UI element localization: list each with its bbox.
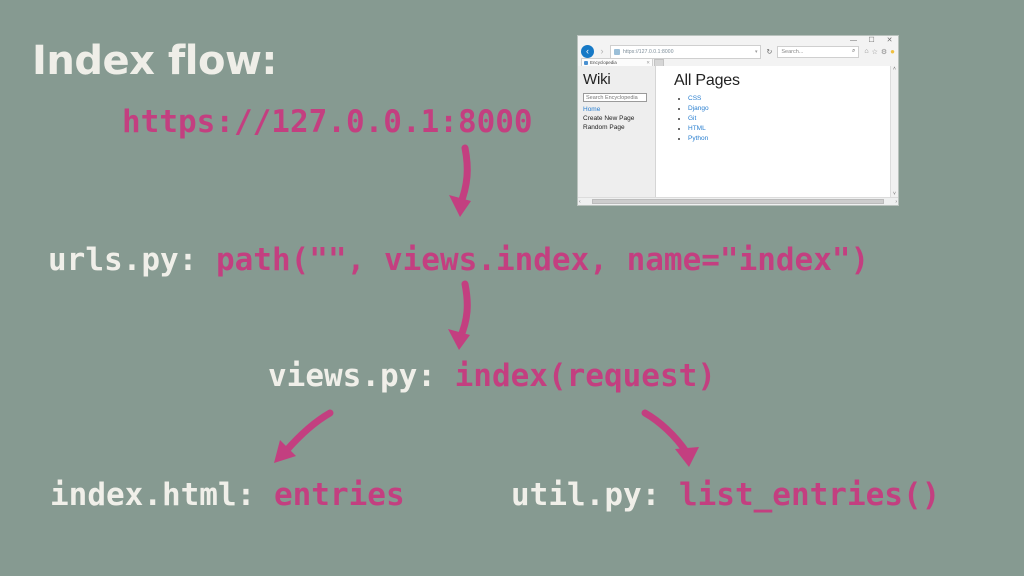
lock-icon [614, 48, 620, 55]
arrow-urls-to-views-icon [448, 280, 471, 350]
entry-link-html: HTML [688, 125, 706, 132]
wiki-search-input[interactable]: Search Encyclopedia [583, 93, 647, 102]
entry-link-python: Python [688, 135, 709, 142]
vertical-scrollbar[interactable]: ˄ ˅ [890, 66, 898, 197]
flow-line-index-html: index.html: entries [50, 477, 405, 513]
favorites-icon[interactable]: ☆ [871, 48, 878, 56]
list-item[interactable]: CSS [688, 94, 898, 104]
arrow-url-to-urls-icon [449, 144, 471, 217]
flow-url-value: https://127.0.0.1:8000 [122, 104, 533, 140]
arrow-views-to-util-icon [641, 409, 699, 467]
arrow-views-to-index-html-icon [274, 409, 334, 463]
minimize-icon[interactable]: — [850, 37, 857, 44]
tab-label: Encyclopedia [590, 60, 617, 65]
scrollbar-thumb[interactable] [592, 199, 884, 204]
horizontal-scrollbar[interactable]: ‹ › [578, 197, 898, 205]
flow-views-py-label: views.py: [268, 358, 455, 394]
favicon-icon [584, 60, 588, 65]
forward-icon[interactable]: › [600, 46, 604, 56]
address-bar[interactable]: https://127.0.0.1:8000 ▾ [610, 44, 762, 59]
new-tab-button[interactable] [654, 59, 664, 66]
flow-views-py-value: index(request) [454, 358, 716, 394]
wiki-heading: Wiki [583, 71, 611, 88]
browser-chrome: — ☐ ✕ ‹ › https://127.0.0.1:8000 ▾ ↻ Sea… [578, 36, 898, 67]
flow-util-py-label: util.py: [511, 477, 679, 513]
search-icon: ⌕ [851, 48, 856, 54]
scroll-down-icon[interactable]: ˅ [893, 191, 896, 197]
tab-close-icon[interactable]: ✕ [646, 59, 650, 65]
scroll-right-icon[interactable]: › [895, 198, 897, 205]
sidebar-link-random-page[interactable]: Random Page [583, 124, 625, 131]
flow-urls-py-label: urls.py: [48, 242, 216, 278]
reload-icon[interactable]: ↻ [766, 48, 773, 56]
address-bar-value: https://127.0.0.1:8000 [623, 48, 674, 55]
gear-icon[interactable]: ⚙ [880, 48, 888, 56]
flow-line-views-py: views.py: index(request) [268, 358, 716, 394]
flow-index-html-label: index.html: [50, 477, 274, 513]
window-controls: — ☐ ✕ [849, 37, 894, 45]
flow-index-html-value: entries [273, 477, 405, 513]
all-pages-list: CSS Django Git HTML Python [674, 94, 898, 144]
flow-line-util-py: util.py: list_entries() [511, 477, 940, 513]
browser-viewport: Wiki Search Encyclopedia Home Create New… [578, 66, 898, 197]
flow-util-py-value: list_entries() [678, 477, 941, 513]
close-icon[interactable]: ✕ [886, 37, 893, 44]
list-item[interactable]: HTML [688, 124, 898, 134]
entry-link-git: Git [688, 115, 697, 122]
chevron-down-icon[interactable]: ▾ [754, 48, 758, 55]
notification-icon[interactable]: ● [890, 47, 895, 56]
list-item[interactable]: Django [688, 104, 898, 114]
browser-search-box[interactable]: Search... ⌕ [777, 45, 860, 58]
page-title: Index flow: [32, 38, 277, 84]
scroll-left-icon[interactable]: ‹ [579, 198, 581, 205]
scroll-up-icon[interactable]: ˄ [893, 66, 896, 72]
browser-search-placeholder: Search... [781, 48, 804, 55]
browser-toolbar-icons: ⌂ ☆ ⚙ ● [862, 47, 895, 56]
wiki-main-content: All Pages CSS Django Git HTML Python [656, 66, 898, 197]
list-item[interactable]: Python [688, 134, 898, 144]
entry-link-css: CSS [688, 95, 702, 102]
sidebar-link-home[interactable]: Home [583, 106, 601, 113]
flow-line-urls-py: urls.py: path("", views.index, name="ind… [48, 242, 869, 278]
flow-line-url: https://127.0.0.1:8000 [122, 104, 533, 140]
wiki-sidebar: Wiki Search Encyclopedia Home Create New… [578, 66, 656, 197]
all-pages-heading: All Pages [674, 72, 740, 89]
maximize-icon[interactable]: ☐ [868, 37, 875, 44]
home-icon[interactable]: ⌂ [864, 48, 869, 55]
browser-nav-row: ‹ › https://127.0.0.1:8000 ▾ ↻ Search...… [581, 44, 895, 59]
wiki-search-placeholder: Search Encyclopedia [586, 94, 638, 101]
browser-tab-row: Encyclopedia ✕ [581, 57, 664, 66]
browser-window-screenshot: — ☐ ✕ ‹ › https://127.0.0.1:8000 ▾ ↻ Sea… [577, 35, 899, 206]
entry-link-django: Django [688, 105, 709, 112]
list-item[interactable]: Git [688, 114, 898, 124]
tab-encyclopedia[interactable]: Encyclopedia ✕ [581, 58, 653, 66]
back-icon[interactable]: ‹ [581, 45, 594, 58]
flow-urls-py-value: path("", views.index, name="index") [215, 242, 870, 278]
sidebar-link-create-new-page[interactable]: Create New Page [583, 115, 635, 122]
